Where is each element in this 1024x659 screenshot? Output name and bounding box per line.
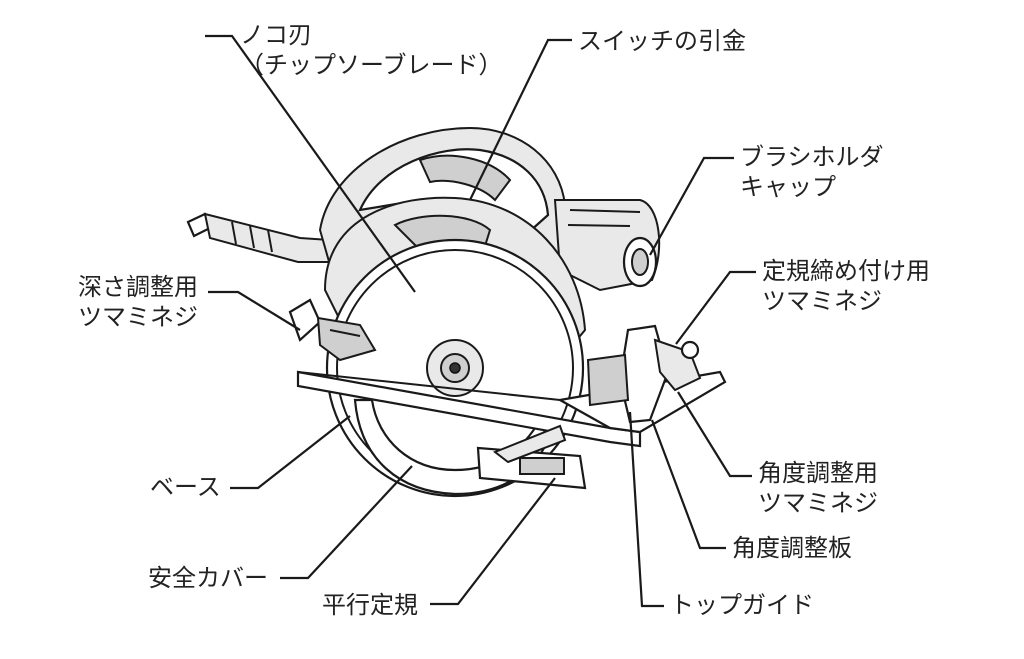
- leader-blade: [205, 34, 416, 293]
- label-guide-knob-line1: 定規締め付け用: [762, 257, 930, 285]
- label-blade: ノコ刃 （チップソーブレード）: [240, 20, 503, 80]
- leader-lines: [205, 34, 756, 608]
- label-bevel-knob-line2: ツマミネジ: [758, 489, 878, 517]
- leader-guide-knob: [675, 270, 756, 345]
- bevel-assembly: [586, 324, 702, 424]
- leader-safety-cover: [280, 465, 413, 580]
- leader-bevel-knob: [677, 391, 752, 478]
- leader-parallel-guide: [430, 477, 556, 606]
- label-brush-holder-line2: キャップ: [740, 173, 836, 201]
- leader-base: [230, 415, 351, 490]
- label-switch-trigger: スイッチの引金: [578, 27, 746, 55]
- label-bevel-plate: 角度調整板: [732, 534, 852, 562]
- label-blade-line2: （チップソーブレード）: [240, 51, 503, 79]
- label-safety-cover: 安全カバー: [148, 564, 268, 592]
- label-base: ベース: [150, 473, 221, 501]
- leader-bevel-plate: [650, 419, 726, 550]
- leader-depth: [208, 290, 301, 331]
- label-depth-knob-line2: ツマミネジ: [78, 303, 198, 331]
- label-top-guide: トップガイド: [670, 591, 814, 619]
- saw-blade: [325, 238, 585, 498]
- label-guide-knob: 定規締め付け用 ツマミネジ: [762, 256, 930, 316]
- parallel-guide: [476, 424, 587, 490]
- label-blade-line1: ノコ刃: [240, 21, 312, 49]
- leader-top-guide: [628, 411, 664, 608]
- label-bevel-knob: 角度調整用 ツマミネジ: [758, 458, 878, 518]
- label-depth-knob-line1: 深さ調整用: [78, 273, 198, 301]
- label-depth-knob: 深さ調整用 ツマミネジ: [78, 272, 198, 332]
- depth-knob: [288, 298, 377, 362]
- power-cord: [186, 212, 331, 263]
- label-bevel-knob-line1: 角度調整用: [758, 459, 878, 487]
- label-parallel-guide: 平行定規: [322, 591, 418, 619]
- label-guide-knob-line2: ツマミネジ: [762, 287, 882, 315]
- label-brush-holder-line1: ブラシホルダ: [740, 143, 884, 171]
- leader-switch: [469, 38, 572, 201]
- label-brush-holder-cap: ブラシホルダ キャップ: [740, 142, 884, 202]
- leader-brush: [649, 156, 734, 256]
